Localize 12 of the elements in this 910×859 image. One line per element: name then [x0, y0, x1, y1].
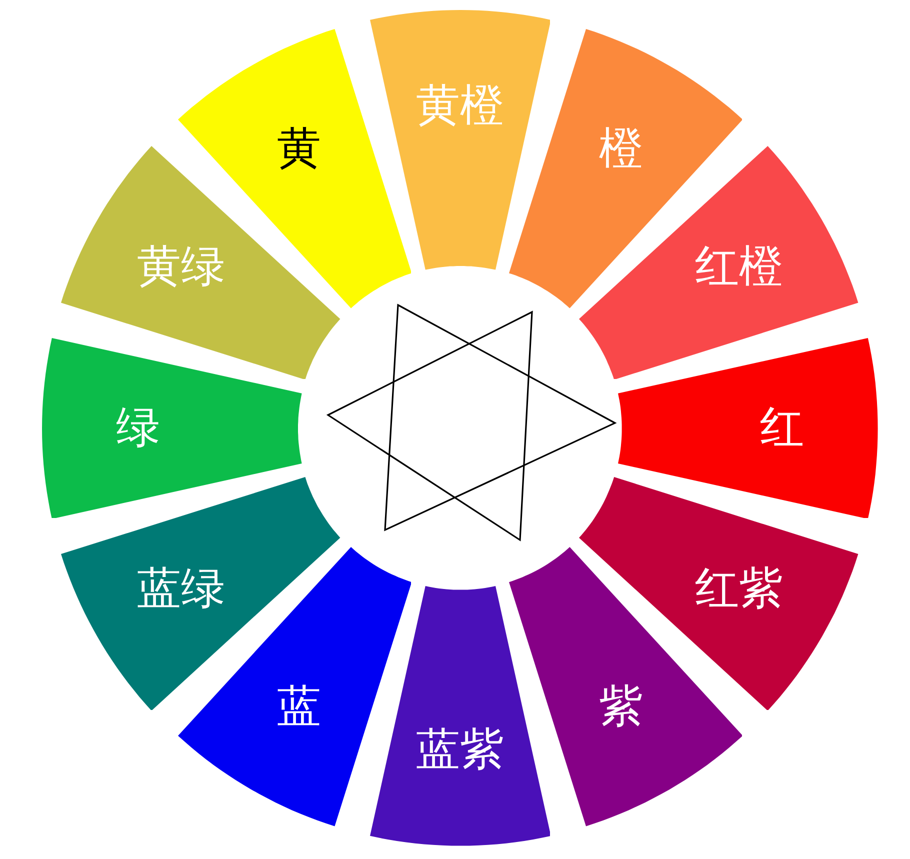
segment-label: 绿: [116, 406, 160, 450]
segment-label: 红紫: [694, 566, 783, 611]
segment-label: 红橙: [694, 244, 783, 289]
segment-label: 红: [760, 406, 804, 450]
segment-label: 橙: [598, 127, 643, 172]
segment-label: 蓝绿: [137, 566, 226, 611]
segment-label: 黄: [276, 127, 321, 172]
segment-label: 黄绿: [137, 244, 226, 289]
segment-label: 蓝紫: [416, 728, 504, 772]
segment-label: 蓝: [276, 684, 321, 729]
segment-label: 黄橙: [416, 84, 504, 128]
segment-label: 紫: [598, 684, 643, 729]
